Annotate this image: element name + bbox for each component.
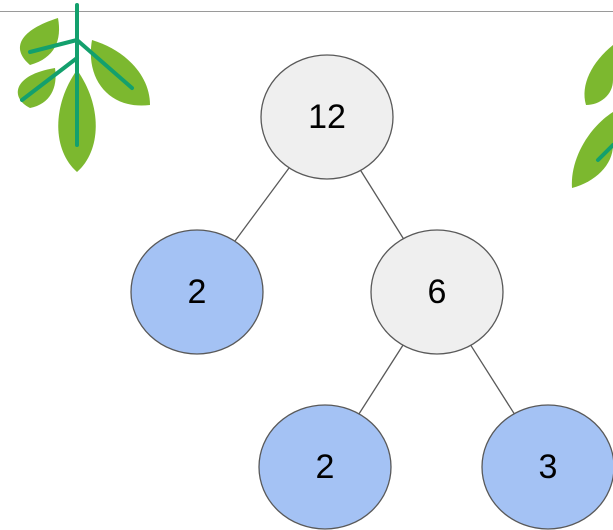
node-circle bbox=[130, 229, 264, 355]
node-label: 6 bbox=[428, 273, 447, 311]
leaf-branch-icon-partial bbox=[571, 45, 613, 188]
tree-edges bbox=[234, 167, 515, 415]
node-label: 12 bbox=[308, 98, 346, 136]
top-border bbox=[0, 0, 613, 12]
tree-node-right: 6 bbox=[370, 229, 504, 355]
node-circle bbox=[258, 404, 392, 530]
node-label: 2 bbox=[316, 448, 335, 486]
edge-right-to-right-left bbox=[358, 344, 404, 415]
node-circle bbox=[260, 54, 394, 180]
tree-nodes: 12 2 6 2 3 bbox=[130, 54, 613, 530]
node-circle bbox=[370, 229, 504, 355]
tree-node-right-right: 3 bbox=[481, 404, 613, 530]
node-circle bbox=[481, 404, 613, 530]
leaf-branch-icon bbox=[17, 3, 150, 172]
edge-root-to-right bbox=[360, 170, 404, 239]
node-label: 3 bbox=[539, 448, 558, 486]
edge-right-to-right-right bbox=[470, 344, 515, 415]
tree-node-left: 2 bbox=[130, 229, 264, 355]
edge-root-to-left bbox=[234, 167, 290, 242]
tree-node-root: 12 bbox=[260, 54, 394, 180]
node-label: 2 bbox=[188, 273, 207, 311]
tree-node-right-left: 2 bbox=[258, 404, 392, 530]
